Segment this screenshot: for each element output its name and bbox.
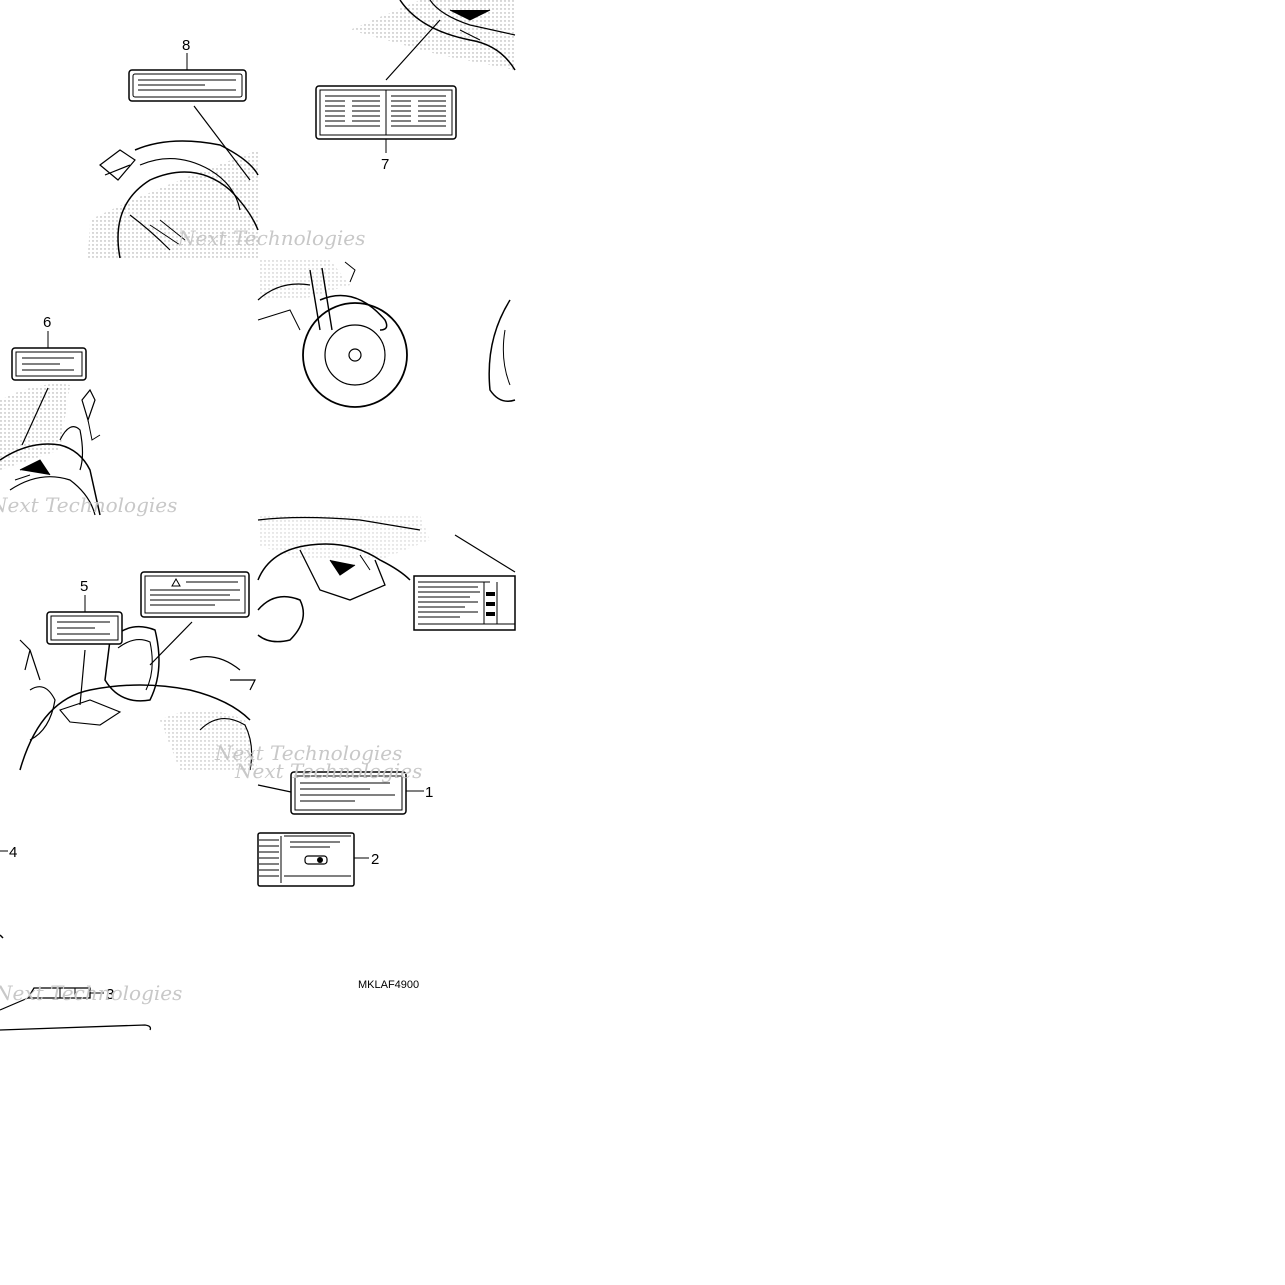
leader-line-8 xyxy=(193,105,251,181)
callout-1: 1 xyxy=(425,784,433,801)
tile-lower-left: 4 3 Next Technologies xyxy=(0,844,182,1031)
tile-rear-seat: 8 Next Technologies xyxy=(88,37,365,259)
tile-cockpit: 5 Next Technologies xyxy=(19,571,402,771)
label-3-sticker xyxy=(0,987,91,1011)
callout-8: 8 xyxy=(182,37,190,54)
callout-5: 5 xyxy=(80,578,88,595)
tile-front-wheel xyxy=(257,260,516,408)
warning-label-sticker xyxy=(140,571,250,618)
watermark-text: Next Technologies xyxy=(177,226,365,250)
callout-6: 6 xyxy=(43,314,51,331)
tile-engine xyxy=(257,515,516,643)
label-7-sticker xyxy=(315,85,457,140)
spec-label-sticker xyxy=(413,575,516,631)
callout-7: 7 xyxy=(381,156,389,173)
watermark-text-5: Next Technologies xyxy=(234,759,422,783)
leader-line-1 xyxy=(257,784,292,793)
part-code: MKLAF4900 xyxy=(358,979,419,991)
watermark-text-2: Next Technologies xyxy=(0,493,177,517)
watermark-text-4: Next Technologies xyxy=(0,981,182,1005)
callout-4: 4 xyxy=(9,844,17,861)
callout-2: 2 xyxy=(371,851,379,868)
leader-line-6 xyxy=(21,387,49,446)
tile-front-fairing: 6 Next Technologies xyxy=(0,314,177,517)
tile-swingarm: 7 xyxy=(315,0,516,173)
leader-line-7 xyxy=(385,19,441,81)
leader-line-5 xyxy=(79,649,86,706)
label-1-sticker xyxy=(290,771,407,815)
label-5-sticker xyxy=(46,611,123,645)
callout-3: 3 xyxy=(106,986,114,1003)
watermark-text-3: Next Technologies xyxy=(214,741,402,765)
label-8-sticker xyxy=(128,69,247,102)
tile-lower-right: 1 2 MKLAF4900 Next Technologies xyxy=(234,759,433,991)
label-2-sticker xyxy=(257,832,355,887)
label-6-sticker xyxy=(11,347,87,381)
